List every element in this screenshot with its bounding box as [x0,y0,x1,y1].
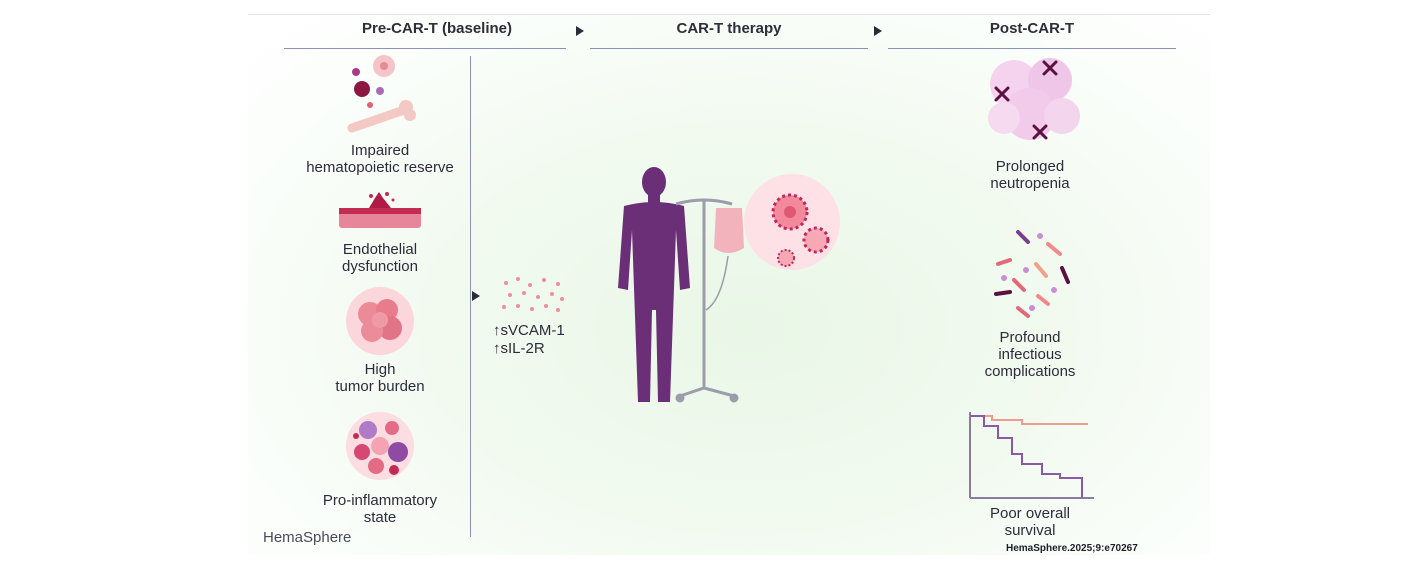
tumor-icon [346,287,414,355]
header-pre-cart: Pre-CAR-T (baseline) [361,20,513,37]
arrow-right-icon [874,26,882,36]
neutrophils-crossed-icon [988,58,1080,140]
arrow-right-icon [576,26,584,36]
endothelium-icon [339,192,421,228]
bacteria-icon [994,230,1070,318]
header-rule-pre [284,48,566,49]
arrow-right-icon [472,291,480,301]
cart-infusion-illustration [618,167,840,403]
header-post-cart: Post-CAR-T [989,20,1075,37]
brand-logo: HemaSphere [263,529,352,546]
inflammation-icon [346,412,414,480]
bone-marrow-icon [347,55,416,133]
baseline-divider [470,56,471,537]
citation: HemaSphere.2025;9:e70267 [1006,543,1138,554]
biomarker-svcam1: ↑sVCAM-1 [493,322,565,339]
header-rule-therapy [590,48,868,49]
survival-curve-icon [969,412,1094,499]
iv-stand-icon [675,198,739,403]
iv-bag-icon [714,208,744,253]
header-rule-post [888,48,1176,49]
biomarker-sil2r: ↑sIL-2R [493,340,545,357]
person-icon [618,167,690,402]
header-cart-therapy: CAR-T therapy [676,20,782,37]
biomarker-dots-icon [502,277,564,312]
